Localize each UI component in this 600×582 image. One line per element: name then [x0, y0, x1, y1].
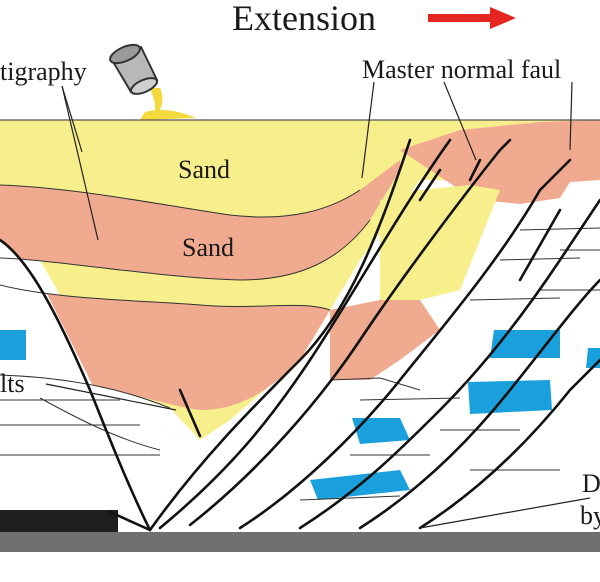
stratigraphy-label: tigraphy: [0, 57, 87, 86]
sand-upper-label: Sand: [178, 155, 230, 184]
blue-layer-left: [0, 330, 26, 360]
d-label-line2: by: [580, 501, 600, 530]
fault-lines: [0, 138, 600, 532]
blue-layer-1: [352, 418, 410, 444]
sand-lower-label: Sand: [182, 233, 234, 262]
blue-layer-3: [468, 380, 552, 414]
basement: [0, 532, 600, 552]
pouring-bucket-icon: [109, 43, 196, 120]
faults-label: lts: [0, 369, 25, 398]
d-label-line1: D: [582, 469, 600, 498]
tilted-fault-blocks: [150, 120, 600, 532]
blue-layer-5: [586, 348, 600, 368]
strata-lines: [0, 184, 600, 501]
basement-block: [0, 508, 118, 532]
master-normal-fault-label: Master normal faul: [362, 55, 561, 84]
arrow-right-icon: [428, 7, 516, 29]
extension-label: Extension: [232, 0, 376, 38]
blue-layer-4: [490, 330, 560, 358]
leader-lines: [45, 81, 591, 529]
